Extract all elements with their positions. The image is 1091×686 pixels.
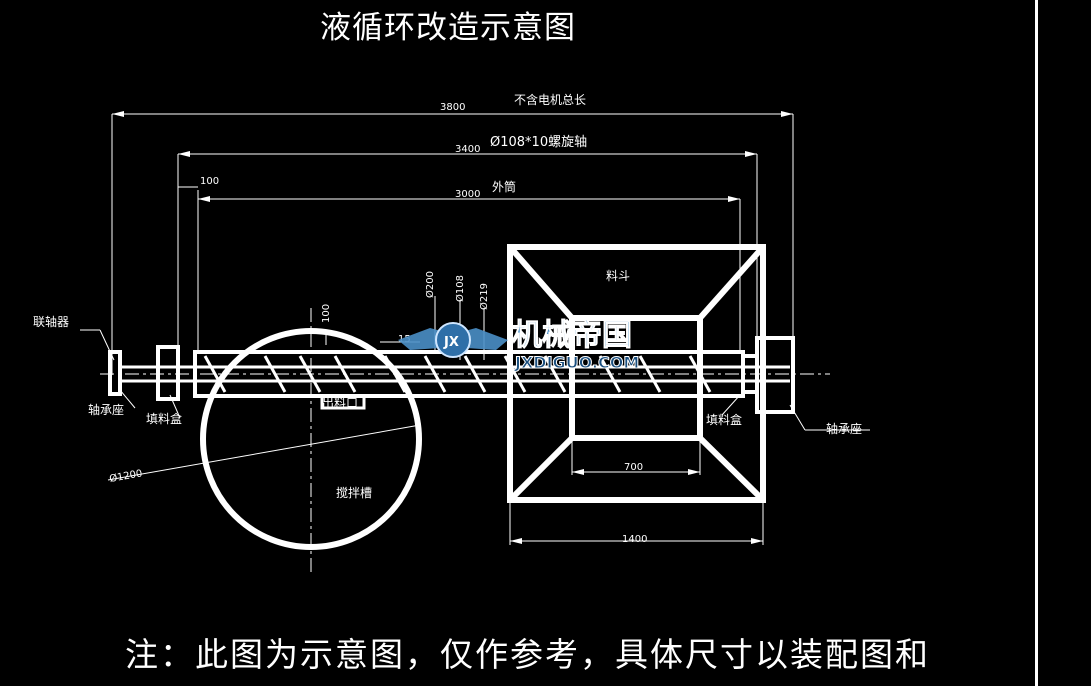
label-bearing-left: 轴承座 [88,402,124,417]
packing-box-left [156,345,180,401]
label-coupling: 联轴器 [33,314,69,329]
arrow [572,469,584,475]
dim-text-1400: 1400 [622,534,647,545]
dim-note-drum: 外筒 [492,179,516,194]
hopper-edge-br [697,435,766,503]
arrow [728,196,740,202]
dim-text-219: Ø219 [478,283,490,310]
label-packing-left: 填料盒 [146,411,182,426]
dim-note-shaft: Ø108*10螺旋轴 [490,135,587,150]
arrow [112,111,124,117]
dim-text-3000: 3000 [455,189,480,200]
mixing-tank [200,328,422,550]
arrow [745,151,757,157]
dim-text-200: Ø200 [424,271,436,298]
dim-text-100: 100 [200,176,219,187]
right-panel [1038,0,1091,686]
hopper-edge-tr [697,245,766,320]
sheet-border [1035,0,1038,686]
dim-text-tank: Ø1200 [108,467,143,485]
label-packing-right: 填料盒 [706,412,742,427]
outlet-port [320,394,366,410]
arrow [751,538,763,544]
watermark-url: JXDIGUO.COM [514,353,639,372]
dim-text-700: 700 [624,462,643,473]
dim-note-overall: 不含电机总长 [514,92,586,107]
wing-right-icon [461,328,508,350]
bearing-right [755,336,795,414]
arrow [510,538,522,544]
wing-left-icon [398,328,445,350]
watermark-text: 机械帝国 [512,318,632,353]
gear-icon [435,322,471,358]
leader-bearing-left [119,389,136,409]
hopper-edge-bl [507,435,575,503]
screw-flights [203,355,712,393]
leader-tank-dia [107,424,421,481]
bearing-left [108,350,122,396]
drawing-title: 液循环改造示意图 [320,10,576,46]
drawing-note: 注：此图为示意图，仅作参考，具体尺寸以装配图和 [125,635,930,674]
arrow [198,196,210,202]
dim-text-3400: 3400 [455,144,480,155]
arrow [781,111,793,117]
leader-packing-right [721,394,741,416]
label-outlet: 出料口 [322,396,358,410]
dim-text-108: Ø108 [454,275,466,302]
dim-text-100-vert: 100 [321,304,332,323]
dim-text-3800: 3800 [440,102,465,113]
watermark-logo: JX 机械帝国 JXDIGUO.COM [398,318,640,373]
label-hopper: 料斗 [606,269,630,283]
hopper-outer [507,244,766,503]
label-bearing-right: 轴承座 [826,421,862,436]
label-tank: 搅拌槽 [336,485,372,500]
arrow [688,469,700,475]
arrow [178,151,190,157]
watermark-badge: JX [443,335,459,350]
hopper-edge-tl [507,245,575,320]
hopper-inner [569,315,703,441]
